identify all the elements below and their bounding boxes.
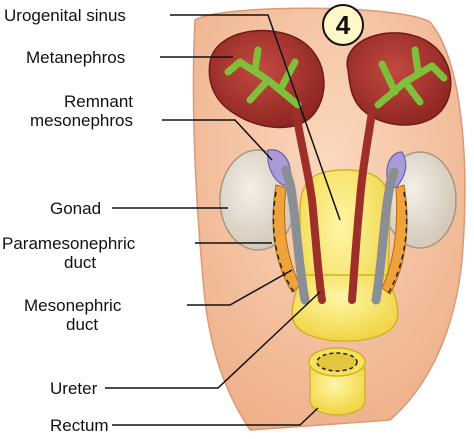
label-mesonephric-duct-line1: Mesonephric xyxy=(24,296,122,315)
rectum xyxy=(308,347,366,416)
leader-rectum xyxy=(112,407,319,426)
label-metanephros: Metanephros xyxy=(26,48,126,67)
label-paramesonephric-duct: Paramesonephric duct xyxy=(2,234,135,272)
leader-lines xyxy=(105,14,341,426)
panel-number-badge: 4 xyxy=(322,4,364,46)
leader-urogenital-sinus xyxy=(170,14,341,221)
leader-remnant-mesonephros xyxy=(162,119,273,161)
left-metanephros xyxy=(208,29,325,129)
label-remnant-mesonephros-line1: Remnant xyxy=(64,92,134,111)
leader-ureter xyxy=(105,291,321,389)
label-remnant-mesonephros-line2: mesonephros xyxy=(30,111,134,130)
label-remnant-mesonephros: Remnant mesonephros xyxy=(30,92,133,130)
left-mesonephric-duct xyxy=(281,165,310,305)
right-mesonephric-duct xyxy=(371,167,399,305)
right-metanephros xyxy=(346,32,452,126)
leader-mesonephric-duct xyxy=(187,269,293,306)
label-mesonephric-duct: Mesonephric duct xyxy=(24,296,121,334)
label-mesonephric-duct-line2: duct xyxy=(66,315,99,334)
label-gonad: Gonad xyxy=(50,199,102,218)
right-ureter xyxy=(348,108,376,304)
label-ureter: Ureter xyxy=(50,379,98,398)
left-ureter xyxy=(292,108,326,304)
label-paramesonephric-duct-line1: Paramesonephric xyxy=(2,234,136,253)
label-urogenital-sinus: Urogenital sinus xyxy=(4,6,126,25)
label-rectum: Rectum xyxy=(50,416,109,435)
label-paramesonephric-duct-line2: duct xyxy=(64,253,97,272)
